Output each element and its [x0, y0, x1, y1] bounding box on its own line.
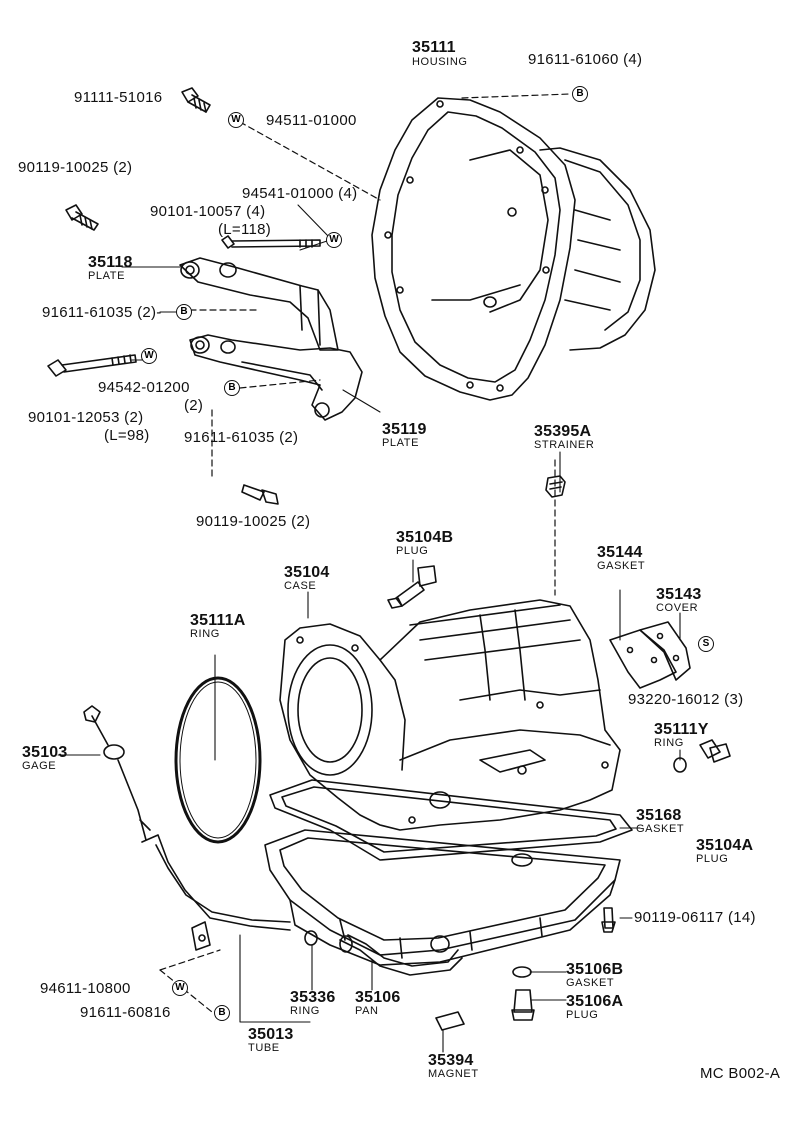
washer-symbol: W: [326, 232, 342, 248]
bolt-90119-06117: [602, 908, 615, 932]
part-name-35104: CASE: [284, 580, 317, 592]
part-number-35103: 35103: [22, 744, 68, 761]
part-name-35118: PLATE: [88, 270, 126, 282]
bolt-90101-12053: [48, 355, 136, 376]
part-name-35144: GASKET: [597, 560, 646, 572]
plate-35119: [190, 335, 362, 420]
part-name-35111a: RING: [190, 628, 220, 640]
part-number-91611-61060: 91611-61060 (4): [528, 51, 643, 68]
part-number-35104b: 35104B: [396, 529, 454, 546]
part-number-91611-61035-lower: 91611-61035 (2): [184, 429, 299, 446]
part-number-35168: 35168: [636, 807, 682, 824]
part-number-94541-01000: 94541-01000 (4): [242, 185, 358, 202]
gage-35103: [84, 706, 150, 840]
plug-35106a: [512, 990, 534, 1020]
part-number-35143: 35143: [656, 586, 702, 603]
part-name-35106: PAN: [355, 1005, 379, 1017]
bolt-90119-10025-top: [66, 205, 98, 230]
part-number-35144: 35144: [597, 544, 643, 561]
part-name-35395a: STRAINER: [534, 439, 595, 451]
part-number-90101-12053: 90101-12053 (2): [28, 409, 144, 426]
bolt-91111-51016: [182, 88, 210, 112]
part-number-35395a: 35395A: [534, 423, 592, 440]
tube-35013: [142, 835, 290, 950]
part-number-35106: 35106: [355, 989, 401, 1006]
part-number-35106b: 35106B: [566, 961, 624, 978]
part-name-35111y: RING: [654, 737, 684, 749]
part-number-91111-51016: 91111-51016: [74, 89, 163, 106]
part-number-35394: 35394: [428, 1052, 474, 1069]
ring-35111a: [176, 678, 260, 842]
part-name-35168: GASKET: [636, 823, 685, 835]
stud-symbol: S: [698, 636, 714, 652]
housing-part: [372, 98, 655, 400]
gasket-35168: [270, 780, 632, 860]
bolt-90119-10025-bottom: [242, 485, 278, 504]
case-35104: [280, 600, 620, 830]
bolt-symbol: B: [176, 304, 192, 320]
part-number-94542-01200: 94542-01200: [98, 379, 190, 396]
cover-35143: [640, 622, 690, 680]
part-number-90101-10057: 90101-10057 (4): [150, 203, 266, 220]
pan-pipe: [340, 935, 462, 975]
part-number-35106a: 35106A: [566, 993, 624, 1010]
plug-35104a: [700, 740, 730, 762]
bolt-symbol: B: [224, 380, 240, 396]
part-number-94511-01000: 94511-01000: [266, 112, 357, 129]
qty-94542-01200: (2): [184, 397, 204, 414]
washer-symbol: W: [141, 348, 157, 364]
washer-symbol: W: [228, 112, 244, 128]
part-number-90119-10025-bottom: 90119-10025 (2): [196, 513, 311, 530]
part-name-35394: MAGNET: [428, 1068, 479, 1080]
part-name-35143: COVER: [656, 602, 699, 614]
diagram-code: MC B002-A: [700, 1065, 781, 1082]
ring-35336: [305, 931, 317, 945]
part-name-35111: HOUSING: [412, 56, 468, 68]
magnet-35394: [436, 1012, 464, 1030]
length-90101-10057: (L=118): [218, 221, 272, 238]
gasket-35106b: [513, 967, 531, 977]
part-name-35013: TUBE: [248, 1042, 280, 1054]
part-name-35106a: PLUG: [566, 1009, 599, 1021]
part-number-35111a: 35111A: [190, 612, 246, 629]
part-number-93220-16012: 93220-16012 (3): [628, 691, 744, 708]
part-name-35336: RING: [290, 1005, 320, 1017]
part-number-35111y: 35111Y: [654, 721, 709, 738]
part-number-35119: 35119: [382, 421, 427, 438]
bolt-symbol: B: [572, 86, 588, 102]
part-number-90119-06117: 90119-06117 (14): [634, 909, 756, 926]
part-name-35106b: GASKET: [566, 977, 615, 989]
part-number-35118: 35118: [88, 254, 133, 271]
part-number-91611-61035-upper: 91611-61035 (2)-: [42, 304, 162, 321]
part-name-35119: PLATE: [382, 437, 420, 449]
washer-symbol: W: [172, 980, 188, 996]
part-number-35104: 35104: [284, 564, 330, 581]
part-number-91611-60816: 91611-60816: [80, 1004, 171, 1021]
part-name-35103: GAGE: [22, 760, 57, 772]
pan-35106: [265, 830, 620, 965]
part-number-94611-10800: 94611-10800: [40, 980, 131, 997]
plug-35104b: [388, 566, 436, 608]
part-number-35104a: 35104A: [696, 837, 754, 854]
part-number-35111: 35111: [412, 39, 456, 56]
part-name-35104a: PLUG: [696, 853, 729, 865]
part-number-90119-10025-top: 90119-10025 (2): [18, 159, 133, 176]
part-number-35336: 35336: [290, 989, 336, 1006]
part-name-35104b: PLUG: [396, 545, 429, 557]
length-90101-12053: (L=98): [104, 427, 150, 444]
part-number-35013: 35013: [248, 1026, 294, 1043]
bolt-symbol: B: [214, 1005, 230, 1021]
